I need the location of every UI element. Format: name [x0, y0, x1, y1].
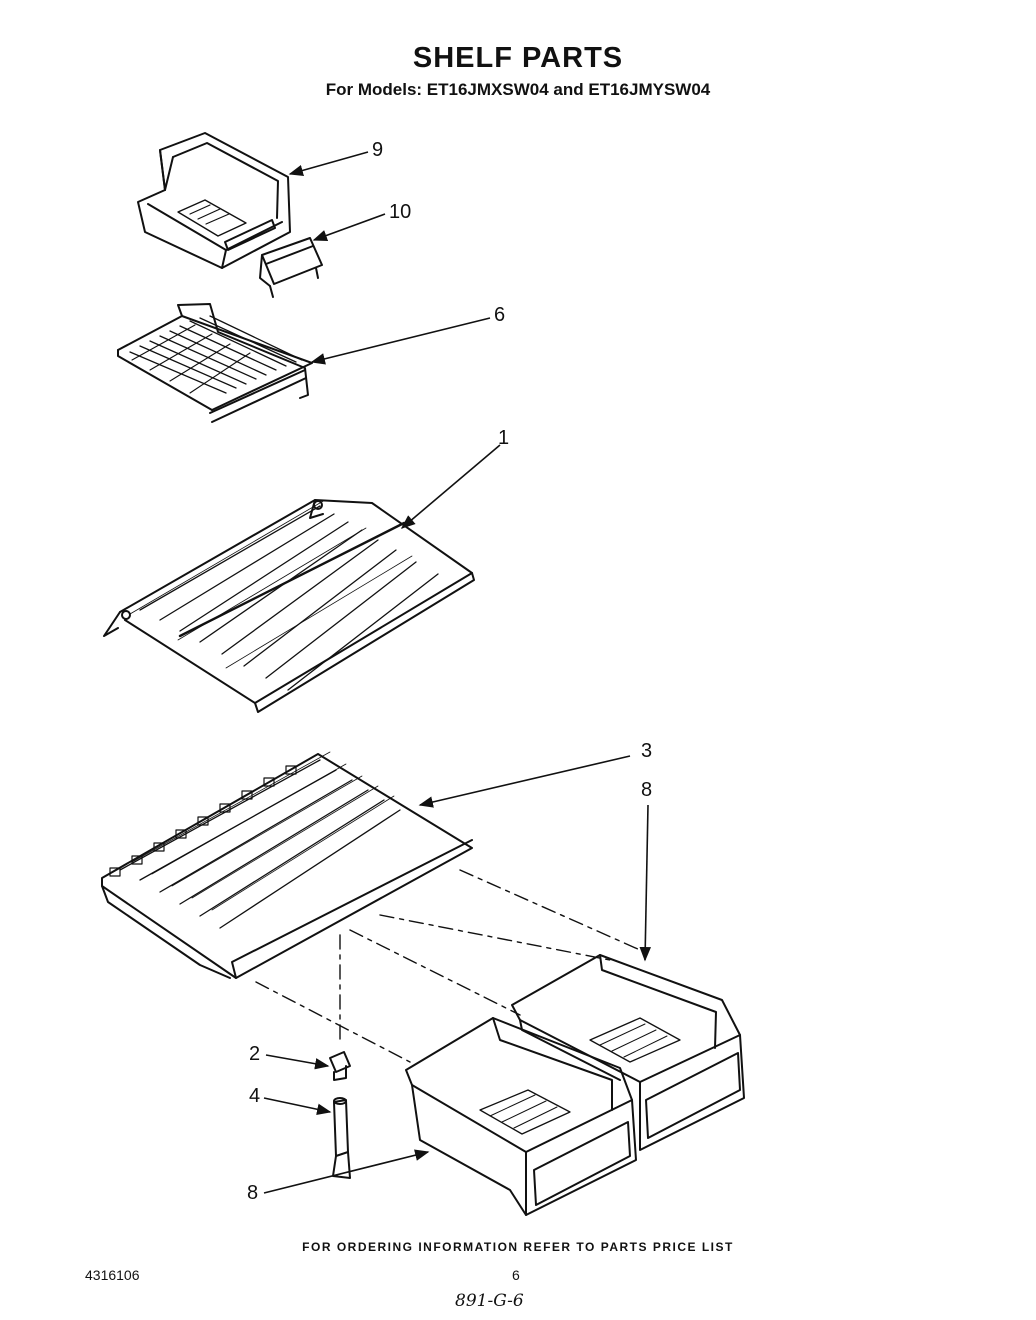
callout-2: 2 — [249, 1043, 261, 1065]
leader-1 — [400, 444, 501, 529]
part-4-support-leg — [332, 1097, 351, 1179]
leader-6 — [310, 317, 491, 365]
part-10-clip — [259, 237, 323, 298]
part-8-crisper-drawer-front — [405, 1017, 637, 1216]
part-1-large-wire-shelf — [103, 499, 475, 713]
callout-8-front: 8 — [247, 1182, 259, 1204]
part-9-bin — [137, 132, 291, 269]
leader-4 — [263, 1097, 332, 1115]
callout-3: 3 — [641, 740, 653, 762]
leader-9 — [288, 151, 369, 177]
alignment-lines — [255, 869, 641, 1063]
leader-2 — [265, 1054, 330, 1070]
callout-6: 6 — [494, 304, 506, 326]
part-6-wire-shelf — [117, 303, 313, 423]
leader-8-rear — [639, 804, 652, 962]
part-2-leg-cap — [329, 1051, 351, 1081]
page-number: 6 — [512, 1267, 520, 1283]
document-number: 4316106 — [85, 1267, 140, 1283]
handwritten-note: 891-G-6 — [455, 1291, 524, 1311]
callout-10: 10 — [389, 201, 412, 223]
part-3-crisper-cover — [101, 751, 473, 979]
callout-9: 9 — [372, 139, 384, 161]
part-8-crisper-drawer-rear — [511, 954, 745, 1151]
leader-10 — [312, 213, 386, 241]
callout-1: 1 — [498, 427, 510, 449]
leader-3 — [418, 755, 631, 808]
page-title: SHELF PARTS — [412, 42, 624, 74]
callout-4: 4 — [249, 1085, 261, 1107]
callout-8-rear: 8 — [641, 779, 653, 801]
ordering-note: FOR ORDERING INFORMATION REFER TO PARTS … — [302, 1240, 734, 1254]
leader-8-front — [263, 1149, 430, 1194]
model-subtitle: For Models: ET16JMXSW04 and ET16JMYSW04 — [325, 80, 711, 99]
